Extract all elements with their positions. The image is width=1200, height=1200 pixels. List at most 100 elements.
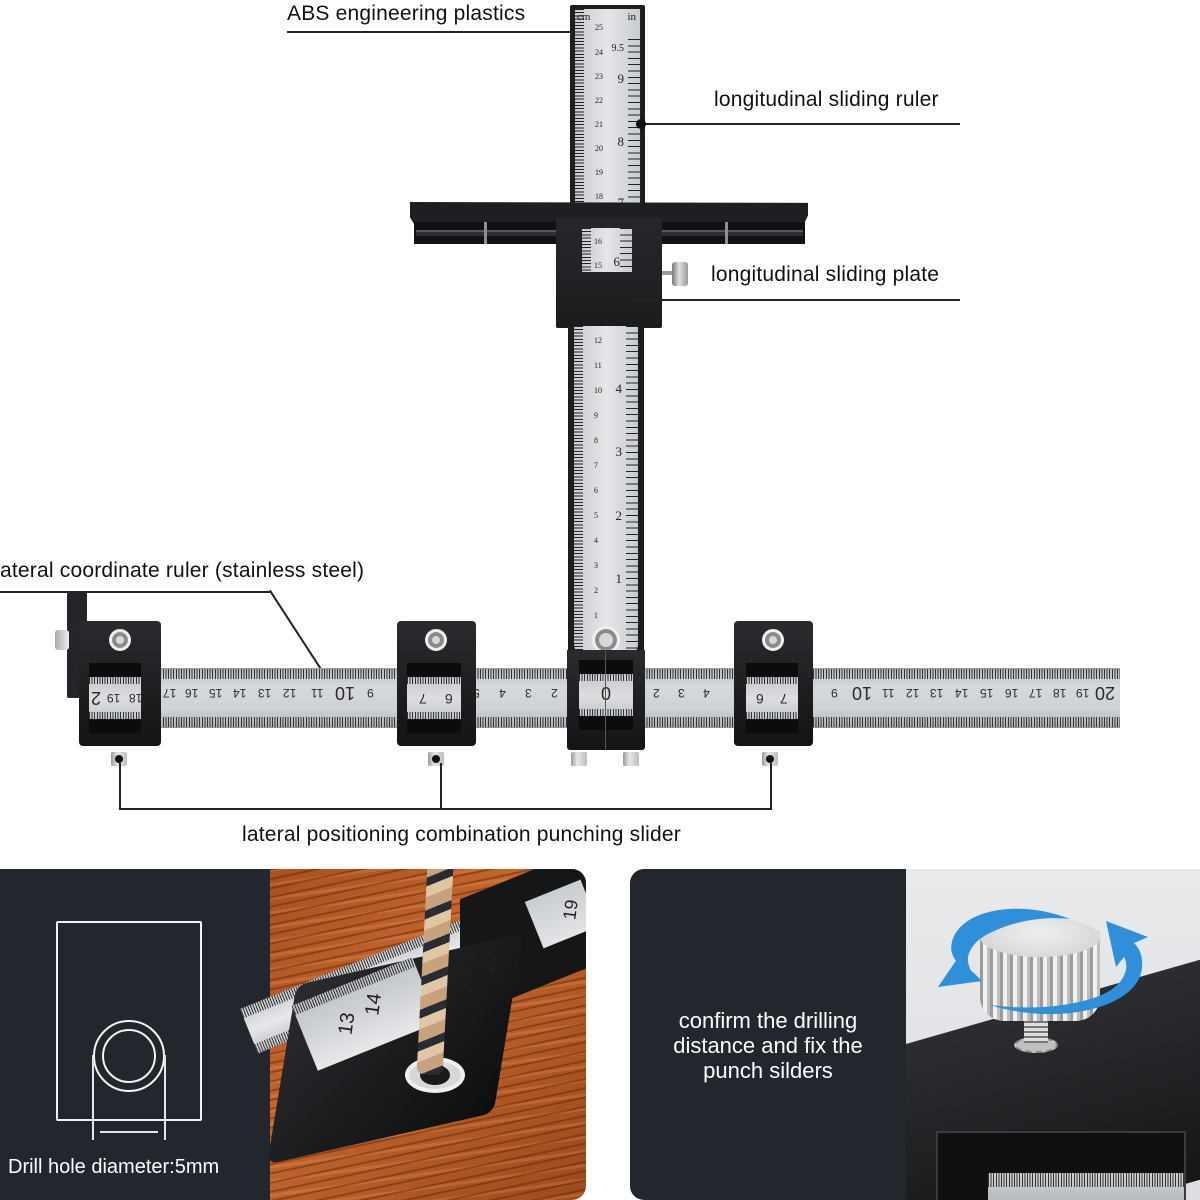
plate-thumb-knob[interactable] [672, 262, 688, 286]
slider-mark: 0 [601, 683, 612, 703]
ticks [407, 677, 461, 684]
cm-ticks [575, 9, 584, 210]
slider-window: 6 7 [746, 663, 798, 733]
longitudinal-sliding-ruler[interactable]: cm in 25 24 23 22 21 20 19 18 9.5 9 8 7 [570, 5, 645, 210]
ruler-mark: 15 [980, 686, 994, 700]
ticks [89, 712, 141, 719]
cm-mark: 11 [594, 361, 602, 370]
photo-window-scale [988, 1173, 1184, 1200]
crossbar-rib [484, 222, 487, 244]
label-longitudinal-plate: longitudinal sliding plate [711, 263, 940, 286]
cm-mark: 3 [594, 561, 598, 570]
dimension-line-right [164, 1055, 166, 1140]
cm-ticks [582, 228, 591, 272]
leader-line-longitudinal-ruler [636, 123, 960, 125]
caption-drill-hole: Drill hole diameter:5mm [8, 1156, 220, 1178]
ruler-face-upper: cm in 25 24 23 22 21 20 19 18 9.5 9 8 7 [575, 9, 640, 210]
ruler-mark: 4 [499, 686, 506, 700]
ticks [746, 677, 798, 684]
photo-drilling: 19 13 14 16 17 [240, 869, 586, 1200]
photo-thumb-screw [906, 869, 1200, 1200]
leader-dot [766, 755, 774, 763]
cm-mark: 19 [595, 168, 603, 177]
label-punching-slider: lateral positioning combination punching… [242, 823, 681, 846]
cm-mark: 2 [594, 586, 598, 595]
photo-mark: 13 [334, 1011, 360, 1037]
hole-inner-ring-icon [102, 1029, 156, 1083]
cm-mark: 18 [595, 192, 603, 201]
panel-drill-hole: Drill hole diameter:5mm 19 13 14 16 17 [0, 869, 586, 1200]
in-mark: 9 [617, 71, 625, 86]
in-mark: 1 [615, 571, 623, 586]
ruler-mark: 4 [703, 686, 710, 700]
cm-mark: 25 [595, 23, 603, 32]
leader-dot [432, 755, 440, 763]
ruler-mark: 11 [311, 686, 324, 700]
leader-line-longitudinal-plate [628, 299, 960, 301]
crossbar-rib [725, 222, 728, 244]
center-knob-right[interactable] [623, 752, 639, 766]
ruler-mark: 9 [831, 686, 838, 700]
unit-in-label: in [627, 11, 636, 23]
plate-window: 16 15 6 [582, 228, 632, 272]
ticks [579, 674, 633, 681]
in-mark: 6 [613, 254, 621, 269]
leader-bracket-bottom [119, 808, 772, 810]
slider-4-knob[interactable] [762, 752, 778, 766]
center-knob-left[interactable] [571, 752, 587, 766]
slider-mark: 19 [107, 691, 121, 705]
slider-2-knob[interactable] [428, 752, 444, 766]
slider-mark: 7 [419, 691, 427, 707]
caption-confirm-line1: confirm the drilling [678, 1008, 858, 1033]
cm-mark: 12 [594, 336, 602, 345]
rotate-arrow-icon [938, 908, 1148, 1015]
ruler-mark: 19 [1076, 686, 1090, 700]
slider-window-scale: 6 7 [746, 677, 798, 719]
punching-slider-2[interactable]: 7 6 [397, 621, 476, 746]
ruler-mark: 16 [1005, 686, 1019, 700]
ruler-mark: 2 [551, 686, 558, 700]
ruler-mark: 12 [283, 686, 297, 700]
slider-mark: 2 [91, 688, 102, 708]
leader-line-lateral-ruler-diag [269, 589, 326, 675]
cm-mark: 1 [594, 611, 598, 620]
slider-window: 2 19 18 [89, 663, 143, 733]
crossbar-slot [657, 230, 803, 236]
punching-slider-4[interactable]: 6 7 [734, 621, 813, 746]
slider-window-scale: 2 19 18 [89, 677, 143, 719]
slider-1-knob[interactable] [111, 752, 127, 766]
dimension-line-left [92, 1055, 94, 1140]
cm-mark: 7 [594, 461, 598, 470]
label-lateral-ruler: ateral coordinate ruler (stainless steel… [0, 559, 365, 582]
cm-mark: 21 [595, 120, 603, 129]
panel-dark-half: Drill hole diameter:5mm [0, 869, 270, 1200]
ruler-mark: 13 [258, 686, 272, 700]
slider-mark: 6 [756, 691, 764, 707]
center-split-line [605, 650, 606, 750]
crossbar-slot [416, 230, 562, 236]
longitudinal-sliding-plate[interactable]: 16 15 6 [556, 218, 662, 328]
photo-mark: 19 [559, 898, 582, 922]
slider-mark: 6 [445, 691, 453, 707]
ruler-mark: 13 [930, 686, 944, 700]
center-slider[interactable]: 0 [567, 650, 645, 750]
ticks [579, 709, 633, 716]
cm-mark: 5 [594, 511, 598, 520]
ruler-mark: 18 [1053, 686, 1067, 700]
ruler-mark: 11 [882, 686, 895, 700]
longitudinal-sliding-ruler-lower[interactable]: 12 11 10 9 8 7 6 5 4 3 2 1 4 3 2 1 [568, 326, 644, 666]
punching-slider-1[interactable]: 2 19 18 [79, 621, 161, 746]
slider-window: 7 6 [407, 663, 461, 733]
crossbar-underside-left [414, 222, 564, 244]
leader-line-abs [287, 31, 582, 33]
ruler-mark: 3 [525, 686, 532, 700]
slider-mark: 7 [780, 691, 788, 707]
leader-bracket-left [119, 763, 121, 809]
cm-mark: 10 [594, 386, 602, 395]
in-mark: 2 [615, 508, 623, 523]
label-abs-plastics: ABS engineering plastics [287, 2, 526, 25]
drill-guide-hole [762, 629, 784, 651]
drill-guide-hole [425, 629, 447, 651]
ruler-pivot-hole [592, 626, 620, 654]
slider-mark: 18 [129, 691, 143, 705]
